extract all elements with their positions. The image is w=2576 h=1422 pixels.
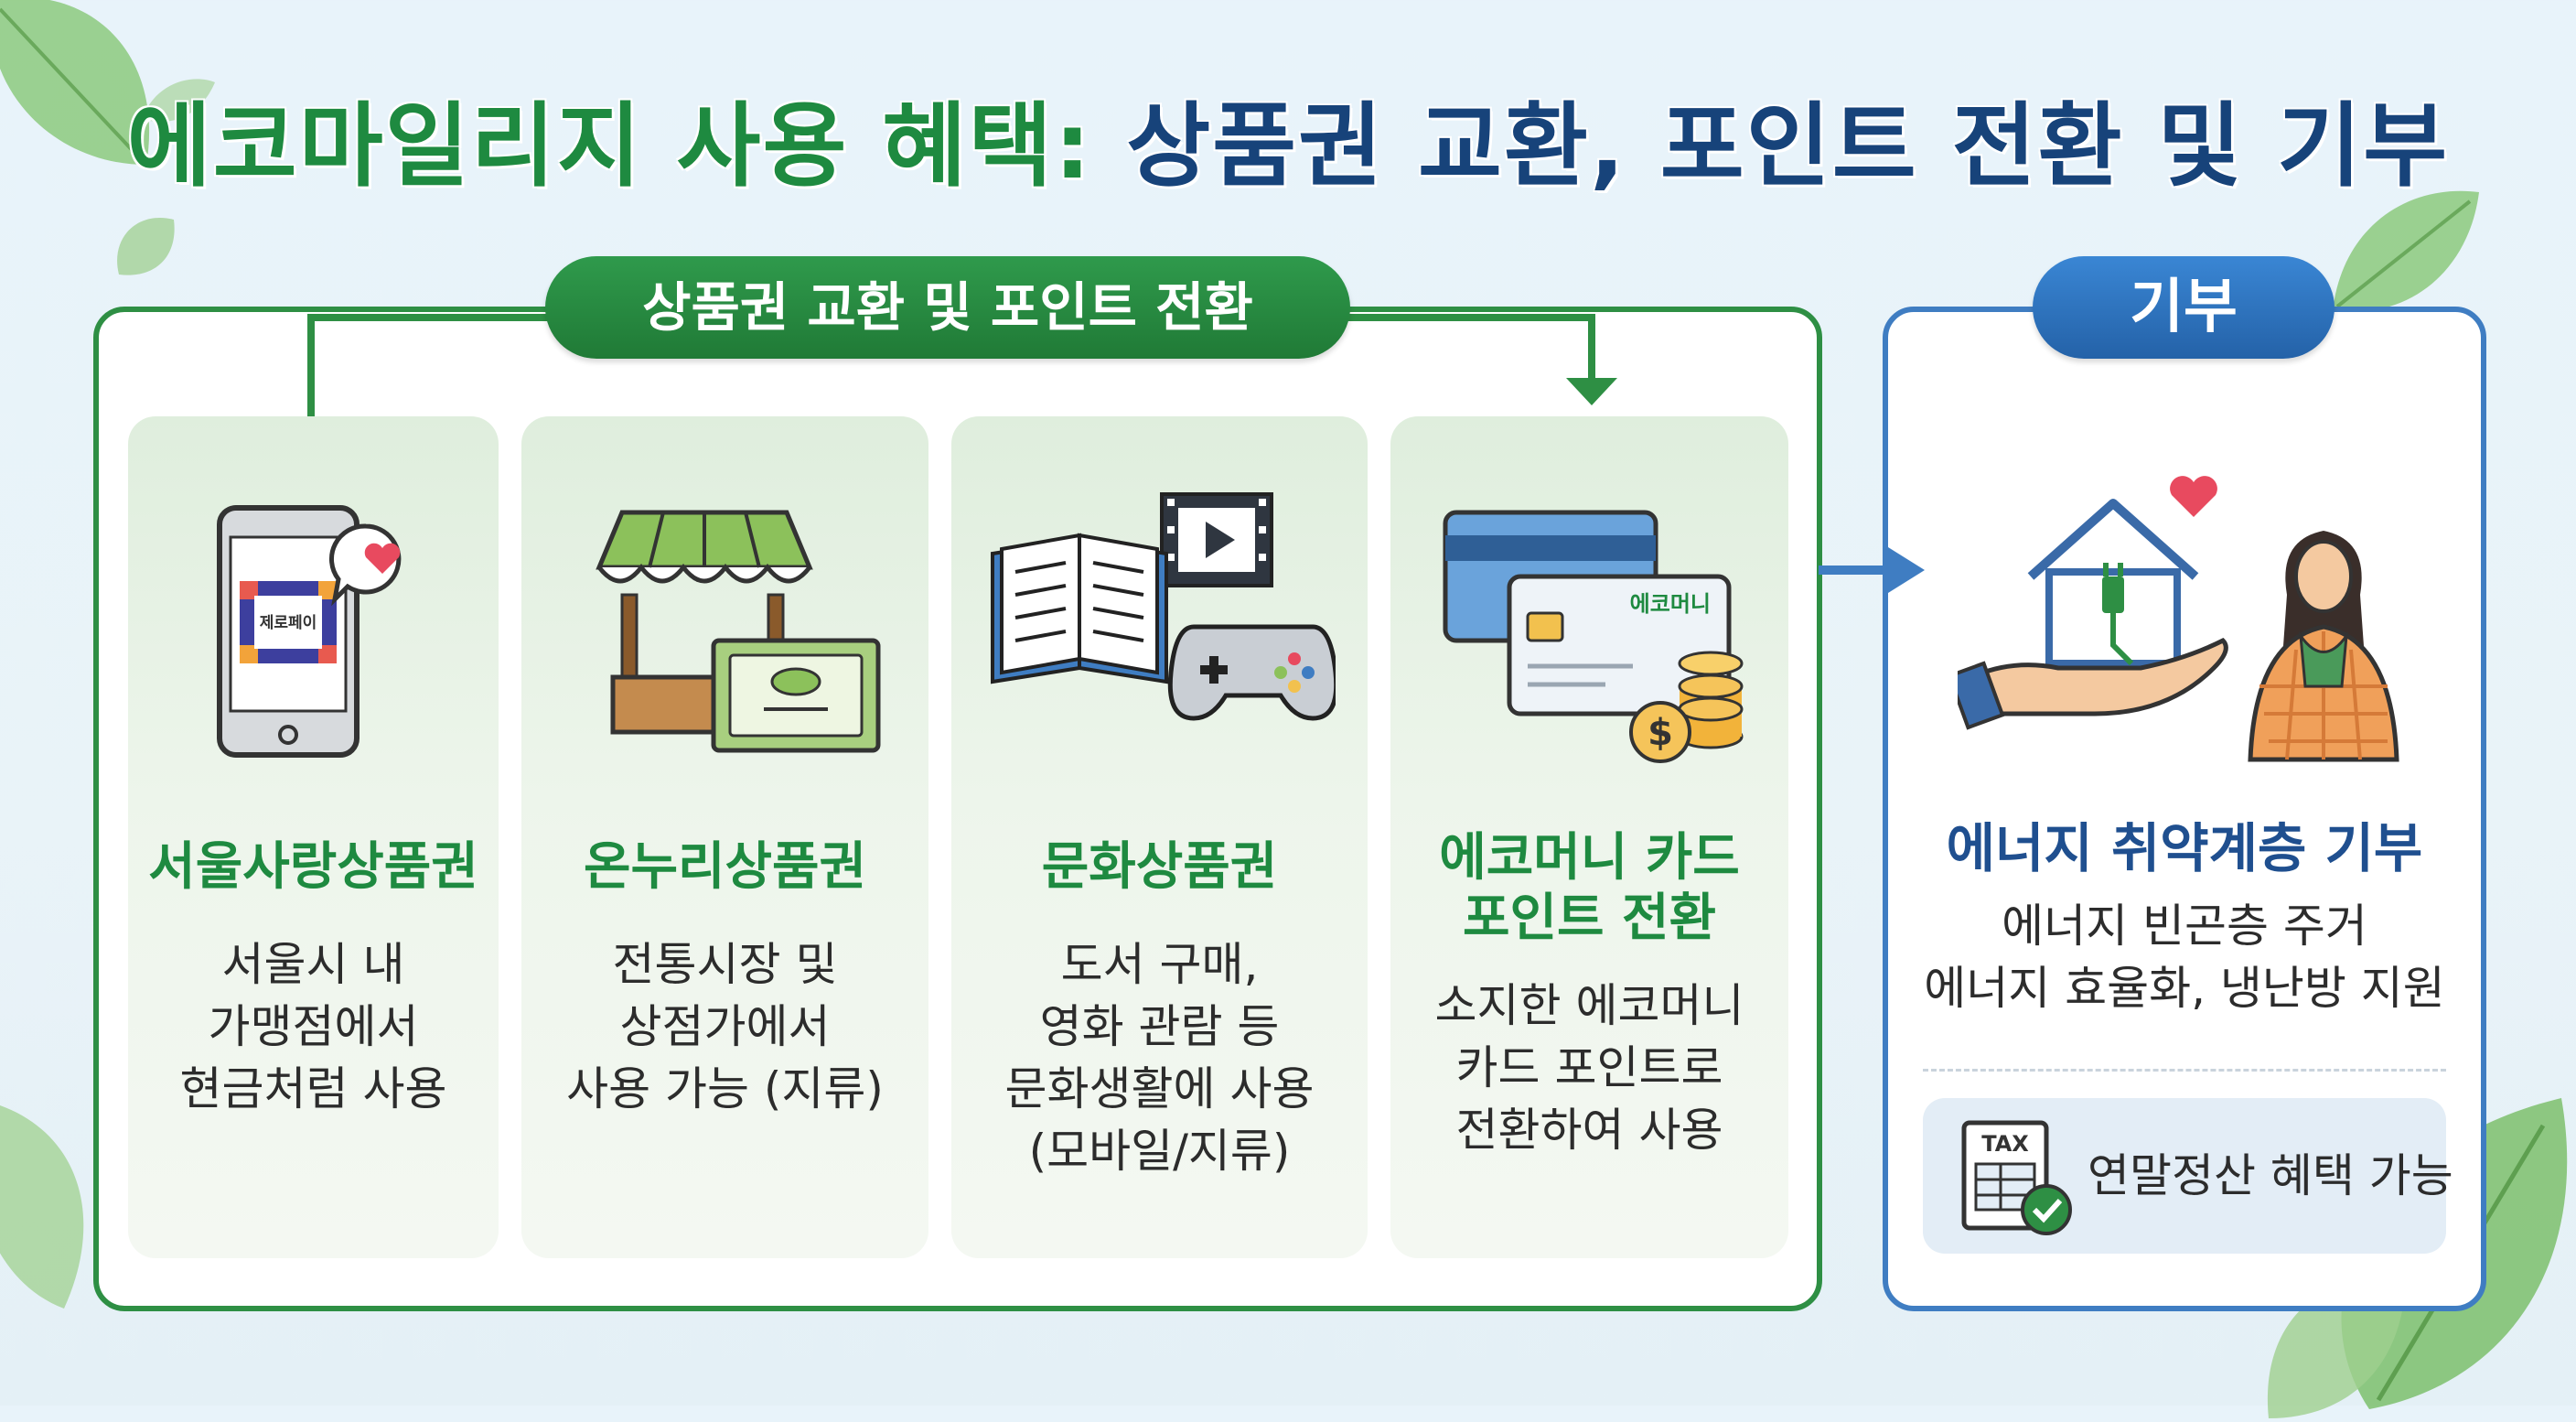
- ecomoney-card-label: 에코머니: [1630, 591, 1711, 617]
- flow-arrow-to-donation: [1819, 547, 1925, 593]
- tax-benefit-label: 연말정산 혜택 가능: [2088, 1149, 2453, 1202]
- card-description: 소지한 에코머니 카드 포인트로 전환하여 사용: [1390, 975, 1788, 1161]
- page-title: 에코마일리지 사용 혜택: 상품권 교환, 포인트 전환 및 기부: [0, 71, 2576, 204]
- dollar-sign-glyph: $: [1648, 712, 1673, 754]
- dashed-divider: [1923, 1069, 2446, 1072]
- card-description: 전통시장 및 상점가에서 사용 가능 (지류): [521, 933, 928, 1120]
- card-title: 에코머니 카드 포인트 전환: [1390, 828, 1788, 949]
- tax-document-check-icon: TAX: [1961, 1120, 2072, 1235]
- desc-line: 소지한 에코머니: [1434, 979, 1744, 1032]
- desc-line: 에너지 효율화, 냉난방 지원: [1924, 962, 2445, 1015]
- title-navy-part: 상품권 교환, 포인트 전환 및 기부: [1126, 92, 2450, 199]
- tax-benefit-box: TAX 연말정산 혜택 가능: [1923, 1098, 2453, 1254]
- market-stall-voucher-icon: [596, 510, 881, 753]
- exchange-section-label: 상품권 교환 및 포인트 전환: [545, 256, 1350, 359]
- desc-line: (모바일/지류): [1028, 1125, 1291, 1178]
- card-ecomoney-points: 에코머니 $ 에코머니 카드 포인트 전환 소지한 에코머니 카드 포인트로 전…: [1390, 416, 1788, 1258]
- donation-description: 에너지 빈곤층 주거 에너지 효율화, 냉난방 지원: [1883, 895, 2486, 1019]
- card-title: 서울사랑상품권: [148, 837, 478, 897]
- desc-line: 영화 관람 등: [1039, 1000, 1280, 1053]
- leaf-decoration-top-left: [0, 0, 183, 187]
- donation-title: 에너지 취약계층 기부: [1946, 817, 2423, 879]
- card-title-line: 포인트 전환: [1462, 889, 1717, 948]
- card-title: 온누리상품권: [583, 837, 867, 897]
- card-seoul-love-voucher: 제로페이 서울사랑상품권 서울시 내 가맹점에서 현금처럼 사용: [128, 416, 499, 1258]
- leaf-decoration-top-left-small: [110, 210, 183, 287]
- desc-line: 현금처럼 사용: [179, 1062, 447, 1115]
- card-description: 서울시 내 가맹점에서 현금처럼 사용: [128, 933, 499, 1120]
- donation-section-label: 기부: [2033, 256, 2334, 359]
- card-title-line: 에코머니 카드: [1439, 828, 1740, 888]
- card-onnuri-voucher: 온누리상품권 전통시장 및 상점가에서 사용 가능 (지류): [521, 416, 928, 1258]
- desc-line: 도서 구매,: [1060, 938, 1259, 991]
- desc-line: 에너지 빈곤층 주거: [2002, 900, 2367, 953]
- desc-line: 카드 포인트로: [1455, 1041, 1723, 1094]
- leaf-decoration-top-left-mid: [137, 73, 220, 132]
- card-title: 문화상품권: [1041, 837, 1278, 897]
- desc-line: 전통시장 및: [612, 938, 838, 991]
- desc-line: 사용 가능 (지류): [566, 1062, 884, 1115]
- ecomoney-card-coins-icon: 에코머니 $: [1443, 510, 1744, 763]
- qr-label-text: 제로페이: [260, 614, 317, 632]
- book-film-gamepad-icon: [991, 492, 1336, 721]
- title-green-part: 에코마일리지 사용 혜택:: [126, 92, 1093, 199]
- tax-icon-text: TAX: [1981, 1131, 2029, 1157]
- smartphone-qr-icon: 제로페이: [217, 505, 402, 758]
- desc-line: 문화생활에 사용: [1004, 1062, 1315, 1115]
- desc-line: 가맹점에서: [208, 1000, 419, 1053]
- desc-line: 상점가에서: [619, 1000, 831, 1053]
- card-culture-voucher: 문화상품권 도서 구매, 영화 관람 등 문화생활에 사용 (모바일/지류): [951, 416, 1368, 1258]
- house-hand-person-icon: [1958, 476, 2399, 762]
- leaf-decoration-bottom-left: [0, 1080, 110, 1321]
- leaf-decoration-top-right: [2324, 174, 2488, 324]
- desc-line: 전환하여 사용: [1455, 1104, 1723, 1157]
- desc-line: 서울시 내: [221, 938, 405, 991]
- card-description: 도서 구매, 영화 관람 등 문화생활에 사용 (모바일/지류): [951, 933, 1368, 1182]
